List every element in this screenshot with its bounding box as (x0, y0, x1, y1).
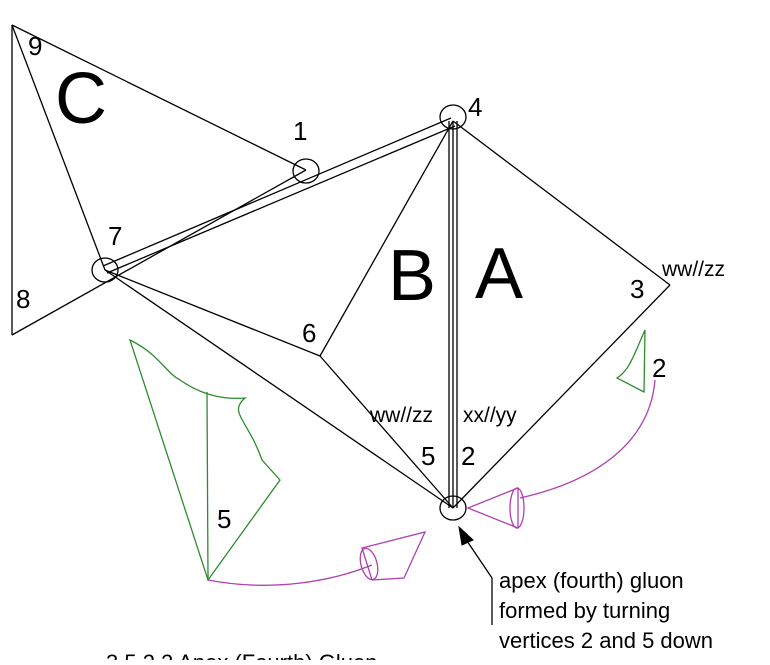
triangle-b (104, 120, 454, 509)
vertex-label-2: 2 (461, 441, 475, 471)
triangle-c (11, 24, 307, 336)
region-label-b: B (388, 236, 436, 316)
vertex-label-1: 1 (293, 116, 307, 146)
edge-9-7 (11, 24, 106, 271)
vertex-label-9: 9 (28, 31, 42, 61)
flap-5 (128, 338, 281, 582)
vertex-label-7: 7 (108, 221, 122, 251)
apex-pointer-arrow (458, 525, 493, 625)
edge-label-xx-yy: xx//yy (463, 404, 517, 427)
vertex-circle-1 (292, 158, 320, 184)
flap-label-2: 2 (652, 353, 666, 383)
vertex-circle-7 (91, 257, 119, 283)
edge-label-ww-zz-right: ww//zz (661, 258, 725, 281)
annotation-line-1: apex (fourth) gluon (499, 568, 684, 593)
edge-4-3 (452, 120, 671, 286)
edge-4-6 (319, 120, 454, 357)
edge-3-2 (452, 284, 671, 509)
vertex-circle-4 (439, 104, 467, 130)
triangle-a (452, 120, 671, 509)
edge-8-1 (11, 169, 307, 336)
edge-7-6 (104, 269, 321, 357)
edge-7-5 (104, 269, 454, 509)
turn-arrow-5 (207, 531, 427, 586)
edge-6-5 (319, 355, 454, 509)
region-label-a: A (475, 234, 523, 314)
figure-caption: 3.5.2.2 Apex (Fourth) Gluon (106, 650, 378, 660)
vertex-label-4: 4 (468, 92, 482, 122)
vertex-label-8: 8 (16, 284, 30, 314)
vertex-label-6: 6 (302, 318, 316, 348)
flap-label-5: 5 (217, 504, 231, 534)
vertex-circle-apex (439, 495, 467, 521)
region-label-c: C (55, 59, 107, 139)
turn-arrow-2 (466, 379, 656, 529)
edge-label-ww-zz-left: ww//zz (369, 404, 433, 427)
vertex-label-3: 3 (630, 274, 644, 304)
annotation-line-2: formed by turning (499, 598, 670, 623)
vertex-label-5: 5 (421, 441, 435, 471)
edge-9-1 (11, 24, 307, 171)
edge-4-apex (448, 121, 458, 508)
edge-7-4 (102, 117, 456, 274)
flap-2 (615, 329, 646, 394)
annotation-line-3: vertices 2 and 5 down (499, 628, 713, 653)
